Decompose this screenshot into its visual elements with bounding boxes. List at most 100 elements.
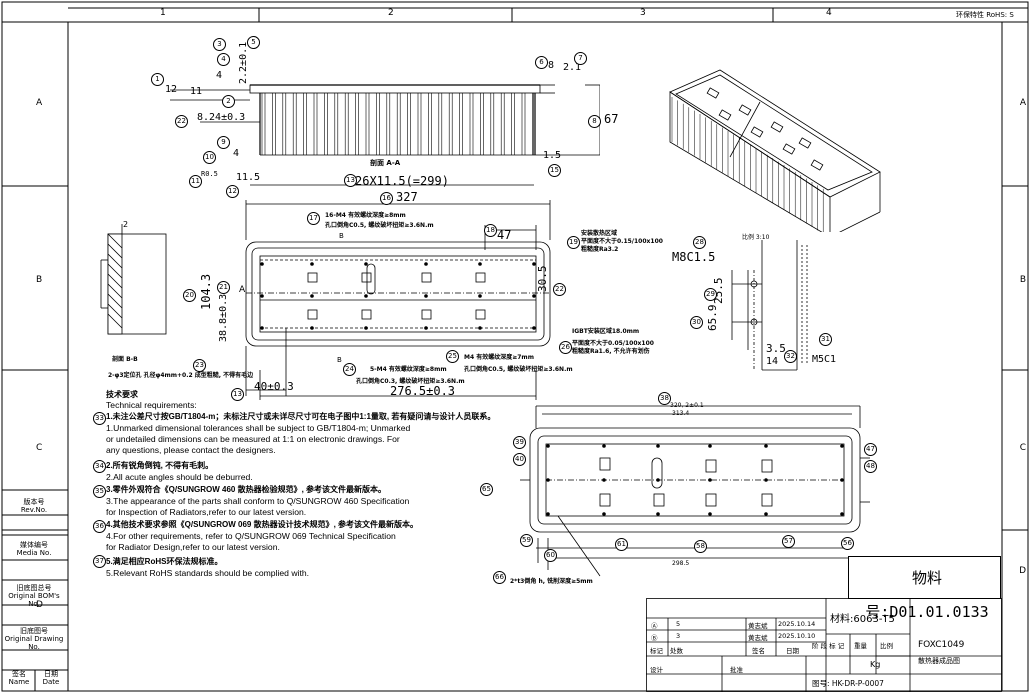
dim-320: 320, 2±0.1 [670,402,704,409]
rev-who-1: 黄志斌 [748,622,768,630]
req-line-4-en-a: 4.For other requirements, refer to Q/SUN… [106,531,396,541]
detail-view [731,240,808,371]
dim-3-5: 3.5 [766,342,786,355]
section-b-label-top: B [339,232,344,240]
balloon-30: 30 [690,316,703,329]
balloon-40: 40 [513,453,526,466]
rev-who-2: 黄志斌 [748,634,768,642]
note-flatness-2: 平面度不大于0.05/100x100 [572,340,654,347]
balloon-4: 4 [217,53,230,66]
section-aa-view [170,84,600,186]
req-line-1-cn: 1.未注公差尺寸按GB/T1804-m；未标注尺寸或未详尽尺寸可在电子图中1:1… [106,412,496,421]
dim-4: 4 [216,70,223,81]
balloon-32: 32 [784,350,797,363]
balloon-66: 66 [493,571,506,584]
dim-m5: M5C1 [812,354,837,365]
note-5-m4: 5-M4 有效螺纹深度≥8mm [370,366,447,373]
req-line-4-en-b: for Radiator Design,refer to our latest … [106,542,280,552]
dim-14: 14 [766,356,779,367]
dim-104-3: 104.3 [199,273,213,310]
zone-letter-c: C [36,443,43,453]
dim-327: 327 [396,190,418,204]
dim-38-8: 38.8±0.3 [218,293,229,342]
dim-r05: R0.5 [201,170,218,178]
balloon-58: 58 [694,540,707,553]
balloon-61: 61 [615,538,628,551]
hdr-count: 处数 [670,647,683,655]
note-16-m4: 16-M4 有效螺纹深度≥8mm [325,212,406,219]
note-roughness-2: 粗糙度Ra1.6, 不允许有划伤 [572,348,650,355]
zone-letter-d: D [36,600,43,610]
section-bb-dim-2: 2 [123,220,129,229]
hdr-mark: 标记 [650,647,663,655]
material-number-box [848,556,1001,599]
req-line-1-en-b: or undetailed dimensions can be measured… [106,434,400,444]
req-line-3-cn: 3.零件外观符合《Q/SUNGROW 460 散热器检验规范》, 参考该文件最新… [106,485,387,494]
dim-65-9: 65.9 [706,304,719,332]
note-mount-area: 安装散热区域 [581,230,618,237]
material-number: 物料号:D01.01.0133 [865,569,989,621]
dim-276-5: 276.5±0.3 [390,384,456,398]
note-16-m4-chamfer: 孔口倒角C0.5, 螺纹破坏扭矩≥3.6N.m [325,222,434,229]
hdr-sign: 签名 [752,647,765,655]
note-5-m4-chamfer: 孔口倒角C0.3, 螺纹破坏扭矩≥3.6N.m [356,378,465,385]
balloon-12: 12 [226,185,239,198]
zone-letter-a: A [36,98,43,108]
material-spec: 材料:6063-T5 [830,614,895,625]
dim-1-5: 1.5 [543,150,562,161]
req-line-5-en: 5.Relevant RoHS standards should be comp… [106,568,310,578]
balloon-48: 48 [864,460,877,473]
balloon-17: 17 [307,212,320,225]
balloon-8: 8 [588,115,601,128]
approve-label: 批准 [730,666,743,674]
hdr-date: 日期 [786,647,799,655]
zone-number-1: 1 [160,8,166,18]
balloon-19: 19 [567,236,580,249]
zone-number-2: 2 [388,8,394,18]
note-m4: M4 有效螺纹深度≥7mm [464,354,534,361]
balloon-26: 26 [559,341,572,354]
title-block [646,598,1002,692]
zone-letter-c-right: C [1019,443,1026,453]
isometric-view [669,69,881,232]
rev-mark-2: Ⓑ [651,634,658,642]
balloon-18: 18 [484,224,497,237]
balloon-39: 39 [513,436,526,449]
zone-letter-b-right: B [1019,275,1026,285]
drawing-number: 图号: HK-DR-P-0007 [812,679,884,688]
dim-2-1: 2.1 [563,62,582,73]
balloon-3: 3 [213,38,226,51]
balloon-36: 36 [93,520,106,533]
section-b-label-bottom: B [337,356,342,364]
balloon-60: 60 [544,549,557,562]
balloon-21: 21 [217,281,230,294]
detail-scale: 比例 3:10 [742,234,770,241]
balloon-28: 28 [693,236,706,249]
note-m4-chamfer: 孔口倒角C0.5, 螺纹破坏扭矩≥3.6N.m [464,366,573,373]
req-line-3-en-b: for Inspection of Radiators,refer to our… [106,507,307,517]
req-line-3-en-a: 3.The appearance of the parts shall conf… [106,496,410,506]
balloon-47: 47 [864,443,877,456]
bottom-view-note: 2*t3倒角 h, 铣削深度≥5mm [510,578,593,585]
requirements-title-cn: 技术要求 [106,390,138,399]
zone-number-4: 4 [826,8,832,18]
balloon-25: 25 [446,350,459,363]
balloon-22b: 22 [553,283,566,296]
dim-8-24: 8.24±0.3 [197,112,246,123]
balloon-10: 10 [203,151,216,164]
top-plan-view [245,200,551,400]
dim-313: 313.4 [672,410,690,417]
note-flatness-1: 平面度不大于0.15/100x100 [581,238,663,245]
section-a-label: A [239,285,246,295]
balloon-5: 5 [247,36,260,49]
dim-298: 298.5 [672,560,690,567]
balloon-15: 15 [548,164,561,177]
zone-letter-b: B [36,275,43,285]
dim-40: 40±0.3 [254,380,294,393]
dim-67: 67 [604,112,619,126]
